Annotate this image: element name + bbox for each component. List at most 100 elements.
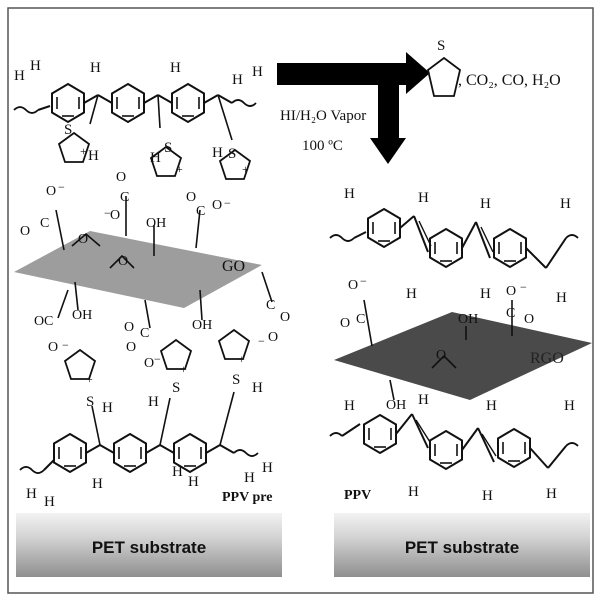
- hydroxyl: OH: [458, 312, 478, 328]
- atom-o: O: [186, 190, 196, 206]
- atom-o: O: [78, 232, 88, 248]
- atom-h: H: [30, 58, 41, 75]
- atom-o: O: [268, 330, 278, 346]
- atom-h: H: [252, 64, 263, 81]
- benzene-ring: [364, 415, 396, 453]
- benzene-ring: [368, 209, 400, 247]
- atom-h: H: [252, 380, 263, 397]
- atom-s: S: [64, 122, 72, 139]
- atom-c: C: [44, 314, 53, 330]
- atom-h: H: [560, 196, 571, 213]
- atom-s: S: [172, 380, 180, 397]
- atom-o: O: [126, 340, 136, 356]
- atom-o: O: [116, 170, 126, 186]
- atom-h: H: [90, 60, 101, 77]
- charge-plus: +: [242, 162, 249, 177]
- atom-o: O: [212, 198, 222, 214]
- atom-h: H: [44, 494, 55, 511]
- ppv-bottom: [330, 414, 578, 469]
- atom-h: H: [150, 150, 161, 167]
- atom-h: H: [26, 486, 37, 503]
- atom-s: S: [228, 146, 236, 163]
- atom-h: H: [546, 486, 557, 503]
- atom-h: H: [102, 400, 113, 417]
- charge-minus: −: [258, 334, 265, 349]
- atom-h: H: [344, 398, 355, 415]
- charge-plus: +: [176, 162, 183, 177]
- benzene-ring: [430, 431, 462, 469]
- atom-c: C: [356, 312, 365, 328]
- atom-h: H: [480, 196, 491, 213]
- atom-o: O: [46, 184, 56, 200]
- atom-h: H: [148, 394, 159, 411]
- charge-minus: −: [104, 206, 111, 221]
- reaction-temperature-label: 100 ºC: [302, 138, 343, 155]
- atom-h: H: [564, 398, 575, 415]
- atom-h: H: [88, 148, 99, 165]
- go-label: GO: [222, 258, 245, 276]
- charge-plus: +: [180, 362, 187, 377]
- reaction-reagent-label: HI/H₂O Vapor: [280, 108, 366, 125]
- charge-minus: −: [154, 352, 161, 367]
- atom-h: H: [262, 460, 273, 477]
- benzene-ring: [114, 434, 146, 472]
- ppv-label: PPV: [344, 488, 371, 504]
- atom-h: H: [406, 286, 417, 303]
- atom-o: O: [144, 356, 154, 372]
- atom-h: H: [232, 72, 243, 89]
- benzene-ring: [54, 434, 86, 472]
- atom-h: H: [486, 398, 497, 415]
- hydroxyl: OH: [192, 318, 212, 334]
- atom-c: C: [196, 204, 205, 220]
- byproducts-label: , CO₂, CO, H₂O: [458, 72, 561, 90]
- atom-c: C: [506, 306, 515, 322]
- hydroxyl: OH: [72, 308, 92, 324]
- atom-o: O: [34, 314, 44, 330]
- atom-o: O: [506, 284, 516, 300]
- atom-o: O: [348, 278, 358, 294]
- atom-c: C: [120, 190, 129, 206]
- benzene-ring: [52, 84, 84, 122]
- atom-h: H: [556, 290, 567, 307]
- benzene-ring: [494, 229, 526, 267]
- pet-substrate-right-label: PET substrate: [334, 538, 590, 558]
- benzene-ring: [172, 84, 204, 122]
- charge-minus: −: [360, 274, 367, 289]
- atom-h: H: [344, 186, 355, 203]
- atom-s: S: [86, 394, 94, 411]
- charge-minus: −: [224, 196, 231, 211]
- benzene-ring: [112, 84, 144, 122]
- charge-plus: +: [238, 352, 245, 367]
- atom-h: H: [482, 488, 493, 505]
- atom-h: H: [14, 68, 25, 85]
- atom-h: H: [418, 190, 429, 207]
- atom-h: H: [172, 464, 183, 481]
- byproduct-ring-atom: S: [437, 38, 445, 55]
- atom-h: H: [480, 286, 491, 303]
- pet-substrate-left-label: PET substrate: [16, 538, 282, 558]
- hydroxyl: OH: [386, 398, 406, 414]
- atom-h: H: [170, 60, 181, 77]
- benzene-ring: [430, 229, 462, 267]
- atom-s: S: [232, 372, 240, 389]
- charge-minus: −: [62, 338, 69, 353]
- atom-o: O: [280, 310, 290, 326]
- atom-o: O: [124, 320, 134, 336]
- atom-o: O: [118, 254, 128, 270]
- charge-plus: +: [80, 144, 87, 159]
- hydroxyl: OH: [146, 216, 166, 232]
- atom-h: H: [188, 474, 199, 491]
- ppv-top: [330, 209, 578, 268]
- ppv-precursor-label: PPV pre: [222, 490, 272, 506]
- benzene-ring: [498, 429, 530, 467]
- ppv-precursor-top: [14, 84, 256, 179]
- atom-o: O: [48, 340, 58, 356]
- atom-o: O: [20, 224, 30, 240]
- atom-h: H: [92, 476, 103, 493]
- atom-c: C: [266, 298, 275, 314]
- atom-o: O: [110, 208, 120, 224]
- atom-o: O: [524, 312, 534, 328]
- atom-c: C: [40, 216, 49, 232]
- atom-h: H: [408, 484, 419, 501]
